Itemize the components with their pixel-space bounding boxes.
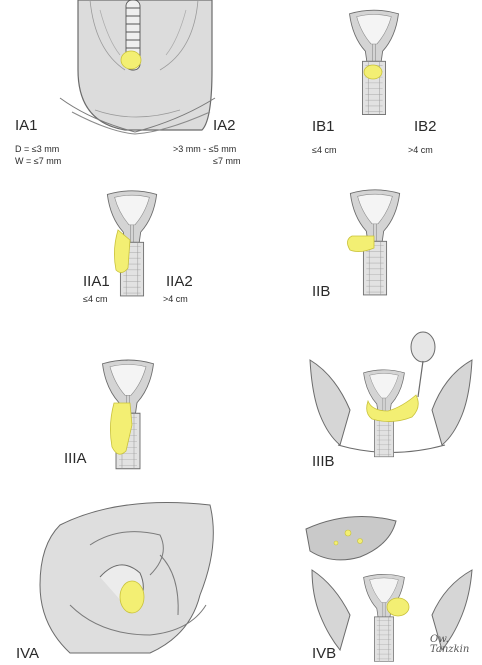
- stage-iib-panel: IIB: [240, 170, 482, 315]
- kidney: [411, 332, 435, 362]
- iib-tumor: [347, 236, 374, 252]
- iia1-size: ≤4 cm: [83, 294, 107, 305]
- iiib-pelvis-illustration: [240, 315, 482, 485]
- ivb-tumor: [387, 598, 409, 616]
- ib-uterus-illustration: [240, 0, 482, 170]
- iib-uterus-illustration: [240, 170, 482, 315]
- stage-iia-panel: IIA1 IIA2 ≤4 cm >4 cm: [0, 170, 240, 315]
- iiia-uterus-illustration: [0, 315, 240, 485]
- stage-ia-panel: IA1 IA2 D = ≤3 mm W = ≤7 mm >3 mm - ≤5 m…: [0, 0, 240, 170]
- ia-tumor: [121, 51, 141, 69]
- ib2-label: IB2: [414, 118, 437, 135]
- iiib-label: IIIB: [312, 453, 335, 470]
- ia1-width: W = ≤7 mm: [15, 156, 61, 167]
- artist-signature: Ow.Tanzkin: [430, 635, 469, 655]
- ib2-size: >4 cm: [408, 145, 433, 156]
- ib1-size: ≤4 cm: [312, 145, 336, 156]
- ia1-label: IA1: [15, 117, 38, 134]
- iiia-label: IIIA: [64, 450, 87, 467]
- ia2-width: ≤7 mm: [213, 156, 240, 167]
- iia-uterus-illustration: [0, 170, 240, 315]
- stage-iiia-panel: IIIA: [0, 315, 240, 485]
- ureter: [418, 361, 423, 397]
- stage-iva-panel: IVA: [0, 485, 240, 665]
- stage-ib-panel: IB1 IB2 ≤4 cm >4 cm: [240, 0, 482, 170]
- ib-tumor: [364, 65, 382, 79]
- iva-label: IVA: [16, 645, 39, 662]
- ia2-depth: >3 mm - ≤5 mm: [173, 144, 236, 155]
- iva-sagittal-pelvis-illustration: [0, 485, 240, 665]
- stage-ivb-panel: IVB Ow.Tanzkin: [240, 485, 482, 665]
- iia2-size: >4 cm: [163, 294, 188, 305]
- ia1-depth: D = ≤3 mm: [15, 144, 59, 155]
- ivb-label: IVB: [312, 645, 336, 662]
- iia1-label: IIA1: [83, 273, 110, 290]
- ib1-label: IB1: [312, 118, 335, 135]
- ia2-label: IA2: [213, 117, 236, 134]
- liver: [306, 517, 396, 560]
- iva-tumor: [120, 581, 144, 613]
- iia2-label: IIA2: [166, 273, 193, 290]
- iib-label: IIB: [312, 283, 330, 300]
- stage-iiib-panel: IIIB: [240, 315, 482, 485]
